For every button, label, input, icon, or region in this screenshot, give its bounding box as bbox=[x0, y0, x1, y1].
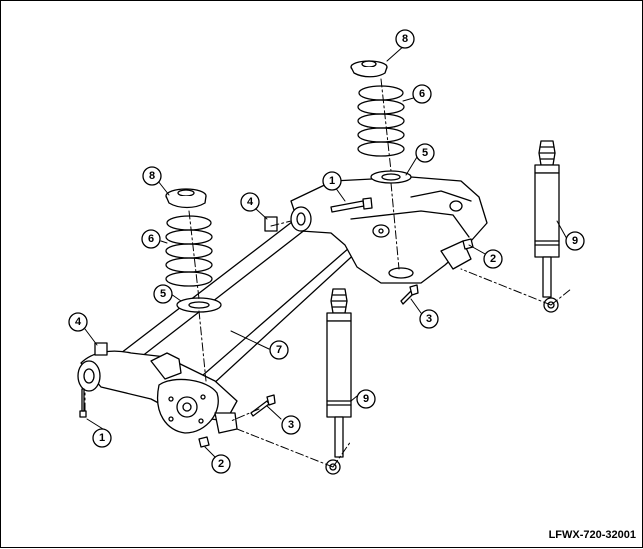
callout-9-left: 9 bbox=[356, 389, 376, 409]
callout-2-left: 2 bbox=[211, 454, 231, 474]
right-spring-lower-seat bbox=[370, 170, 412, 184]
callout-5-left-label: 5 bbox=[160, 288, 166, 300]
left-pivot-bolt bbox=[79, 388, 87, 418]
right-shock-absorber bbox=[534, 140, 560, 313]
callout-6-left: 6 bbox=[141, 229, 161, 249]
callout-9-right: 9 bbox=[565, 231, 585, 251]
callout-1-left-label: 1 bbox=[99, 432, 105, 444]
callout-8-right: 8 bbox=[395, 29, 415, 49]
right-coil-spring bbox=[357, 85, 405, 157]
left-shock-absorber bbox=[325, 288, 352, 475]
callout-9-left-label: 9 bbox=[363, 393, 369, 405]
callout-3-right: 3 bbox=[419, 309, 439, 329]
callout-3-left-label: 3 bbox=[288, 419, 294, 431]
left-shock-nut bbox=[198, 436, 210, 448]
callout-8-left-label: 8 bbox=[149, 170, 155, 182]
axle-beam bbox=[77, 176, 488, 434]
callout-5-right-label: 5 bbox=[422, 147, 428, 159]
callout-8-right-label: 8 bbox=[402, 33, 408, 45]
left-spring-upper-seat bbox=[165, 188, 207, 209]
callout-4-right: 4 bbox=[240, 192, 260, 212]
left-coil-spring bbox=[165, 215, 213, 287]
callout-6-left-label: 6 bbox=[148, 233, 154, 245]
right-shock-bolt bbox=[400, 284, 419, 305]
right-spring-upper-seat bbox=[350, 60, 388, 78]
left-spring-lower-seat bbox=[176, 297, 222, 313]
callout-6-right-label: 6 bbox=[419, 88, 425, 100]
callout-2-right-label: 2 bbox=[490, 253, 496, 265]
callout-7-label: 7 bbox=[276, 344, 282, 356]
left-washer bbox=[94, 342, 108, 356]
callout-8-left: 8 bbox=[142, 166, 162, 186]
figure-code: LFWX-720-32001 bbox=[548, 529, 636, 541]
callout-7: 7 bbox=[269, 340, 289, 360]
callout-9-right-label: 9 bbox=[572, 235, 578, 247]
alignment-lines bbox=[84, 78, 572, 468]
callout-2-left-label: 2 bbox=[218, 458, 224, 470]
callout-5-right: 5 bbox=[415, 143, 435, 163]
callout-5-left: 5 bbox=[153, 284, 173, 304]
left-shock-bolt bbox=[250, 394, 276, 417]
callout-4-left-label: 4 bbox=[75, 316, 82, 328]
callout-1-left: 1 bbox=[92, 428, 112, 448]
callout-6-right: 6 bbox=[412, 84, 432, 104]
callout-4-right-label: 4 bbox=[247, 196, 254, 208]
right-shock-nut bbox=[462, 238, 474, 250]
callout-3-right-label: 3 bbox=[426, 313, 432, 325]
callout-2-right: 2 bbox=[483, 249, 503, 269]
callout-1-right: 1 bbox=[322, 171, 342, 191]
right-pivot-bolt bbox=[330, 197, 373, 213]
callout-3-left: 3 bbox=[281, 415, 301, 435]
right-washer bbox=[264, 216, 278, 232]
callout-1-right-label: 1 bbox=[329, 175, 335, 187]
callout-4-left: 4 bbox=[68, 312, 88, 332]
